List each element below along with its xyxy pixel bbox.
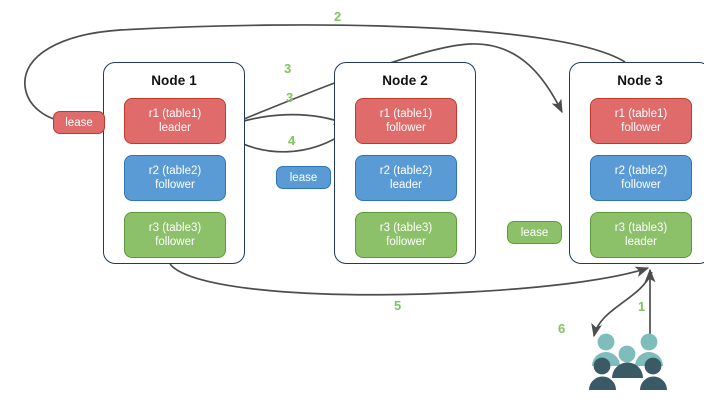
replica-role: follower xyxy=(155,236,195,248)
replica-role: follower xyxy=(386,122,426,134)
replica-role: follower xyxy=(621,179,661,191)
replica-node1-r3[interactable]: r3 (table3) follower xyxy=(124,212,226,258)
replica-node3-r3[interactable]: r3 (table3) leader xyxy=(590,212,692,258)
step-label-6: 6 xyxy=(558,321,566,336)
lease-badge-table2[interactable]: lease xyxy=(276,166,331,189)
replica-node2-r1[interactable]: r1 (table1) follower xyxy=(355,98,457,144)
lease-label: lease xyxy=(65,116,93,129)
replica-name: r1 (table1) xyxy=(379,108,433,120)
replica-name: r2 (table2) xyxy=(379,165,433,177)
replica-role: follower xyxy=(621,122,661,134)
node-title-3: Node 3 xyxy=(617,73,663,88)
users-icon xyxy=(589,333,667,390)
replica-name: r3 (table3) xyxy=(379,222,433,234)
replica-name: r3 (table3) xyxy=(148,222,202,234)
step-label-3-lower: 3 xyxy=(286,90,294,105)
node-card-3[interactable]: Node 3 r1 (table1) follower r2 (table2) … xyxy=(569,62,704,264)
node-title-2: Node 2 xyxy=(382,73,428,88)
replica-node2-r2[interactable]: r2 (table2) leader xyxy=(355,155,457,201)
lease-label: lease xyxy=(289,171,318,184)
node-card-1[interactable]: Node 1 r1 (table1) leader r2 (table2) fo… xyxy=(103,62,245,264)
step-label-1: 1 xyxy=(638,299,646,314)
replica-name: r2 (table2) xyxy=(614,165,668,177)
replica-node3-r1[interactable]: r1 (table1) follower xyxy=(590,98,692,144)
replica-role: follower xyxy=(155,179,195,191)
replica-role: leader xyxy=(390,179,422,191)
lease-label: lease xyxy=(520,226,549,239)
replica-node1-r2[interactable]: r2 (table2) follower xyxy=(124,155,226,201)
replica-node2-r3[interactable]: r3 (table3) follower xyxy=(355,212,457,258)
replica-name: r2 (table2) xyxy=(148,165,202,177)
replica-role: leader xyxy=(625,236,657,248)
node-title-1: Node 1 xyxy=(151,73,197,88)
step-label-4: 4 xyxy=(288,133,296,148)
node-card-2[interactable]: Node 2 r1 (table1) follower r2 (table2) … xyxy=(334,62,476,264)
replica-node1-r1[interactable]: r1 (table1) leader xyxy=(124,98,226,144)
replica-name: r1 (table1) xyxy=(148,108,202,120)
step-label-2: 2 xyxy=(334,9,342,24)
lease-badge-table1[interactable]: lease xyxy=(53,111,105,134)
replica-role: follower xyxy=(386,236,426,248)
replica-name: r1 (table1) xyxy=(614,108,668,120)
step-label-3-upper: 3 xyxy=(284,61,292,76)
replica-role: leader xyxy=(159,122,191,134)
replica-node3-r2[interactable]: r2 (table2) follower xyxy=(590,155,692,201)
step-label-5: 5 xyxy=(394,298,402,313)
lease-badge-table3[interactable]: lease xyxy=(507,221,562,244)
edge-5-node1-to-node3 xyxy=(169,263,650,296)
replica-name: r3 (table3) xyxy=(614,222,668,234)
